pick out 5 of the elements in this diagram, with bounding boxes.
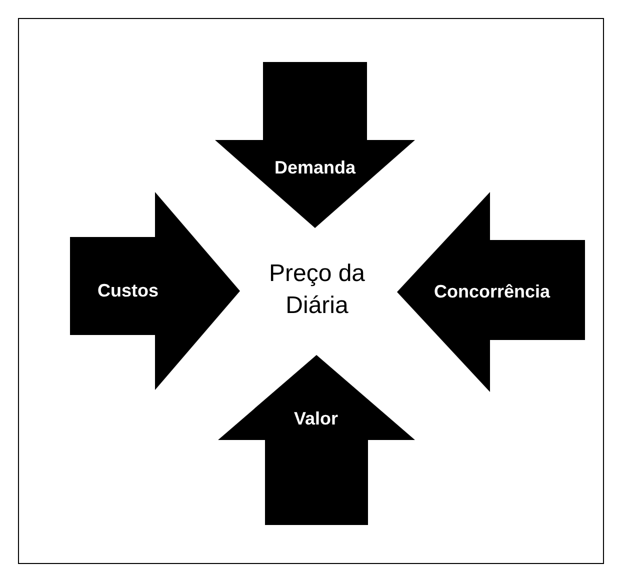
center-label: Preço da Diária (268, 259, 366, 321)
arrow-label: Concorrência (434, 282, 550, 302)
arrow-label: Valor (294, 408, 338, 430)
arrow-label: Custos (98, 280, 158, 302)
arrow-label: Demanda (274, 158, 356, 178)
